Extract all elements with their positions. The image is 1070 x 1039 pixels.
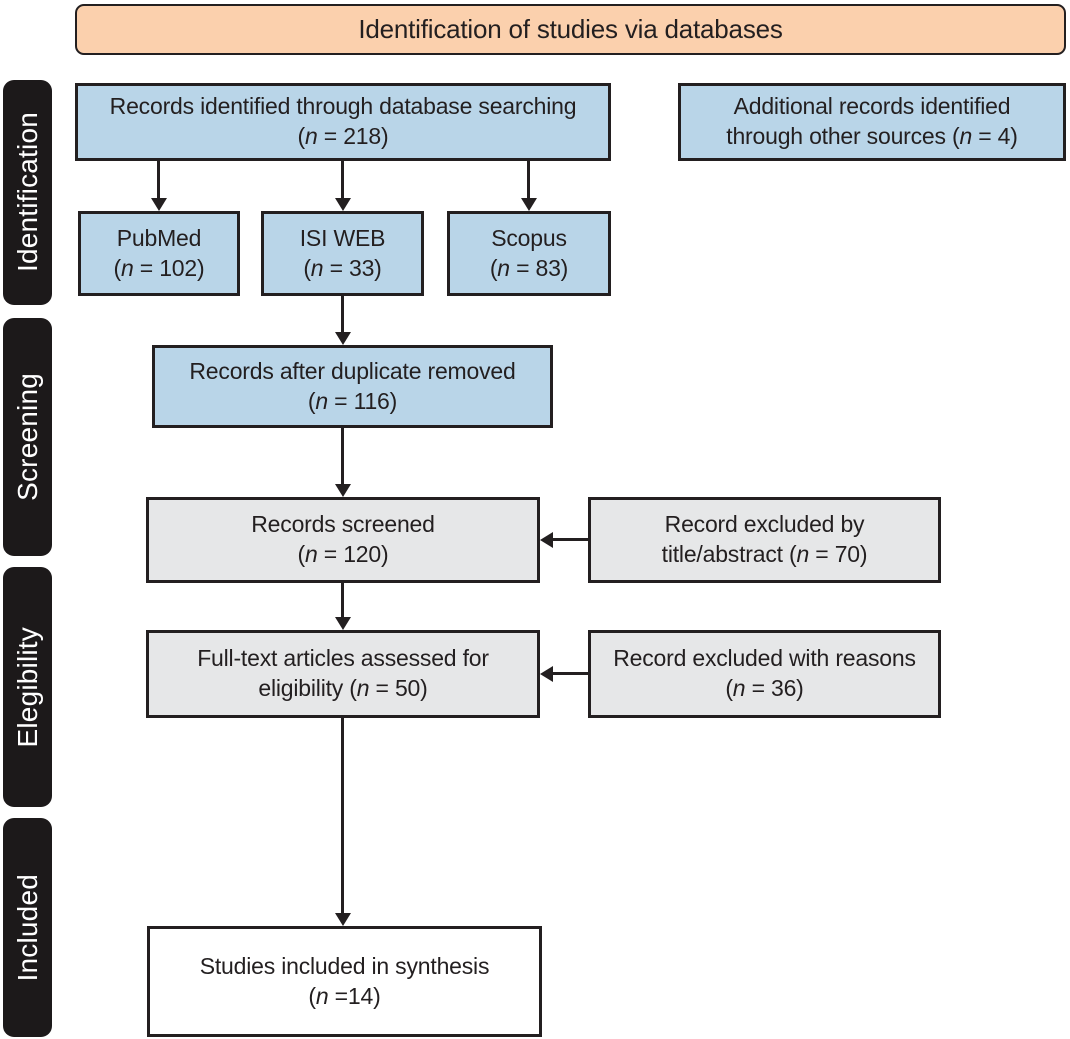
banner: Identification of studies via databases <box>75 4 1066 55</box>
stage-included-label: Included <box>11 873 43 982</box>
box-text-count: (n = 102) <box>113 254 205 281</box>
box-text-count: (n = 120) <box>297 541 389 567</box>
arrow-shaft <box>341 583 344 617</box>
arrow-head-icon <box>335 198 351 211</box>
arrow-shaft <box>341 296 344 332</box>
box-studies-included: Studies included in synthesis (n =14) <box>147 926 542 1037</box>
arrow-shaft <box>341 718 344 913</box>
arrow-head-icon <box>540 532 553 548</box>
box-text-count: eligibility (n = 50) <box>258 675 428 701</box>
arrow-shaft <box>341 161 344 198</box>
arrow-shaft <box>157 161 160 198</box>
box-text-count: (n = 116) <box>307 387 398 414</box>
box-text-count: (n = 83) <box>489 254 569 281</box>
box-text-line1: Records screened <box>251 511 435 538</box>
box-text-count: through other sources (n = 4) <box>726 123 1018 149</box>
box-text-count: (n = 36) <box>725 675 804 701</box>
box-text-line1: Records after duplicate removed <box>189 357 516 384</box>
arrow-shaft <box>551 672 588 675</box>
box-text-line1: PubMed <box>116 224 202 251</box>
box-excluded-with-reasons: Record excluded with reasons (n = 36) <box>588 630 941 718</box>
arrow-head-icon <box>335 913 351 926</box>
box-text-line1: ISI WEB <box>299 224 386 251</box>
stage-identification-label: Identification <box>11 112 43 273</box>
box-text-line1: Records identified through database sear… <box>109 93 577 120</box>
stage-elegibility-label: Elegibility <box>11 626 43 748</box>
box-records-screened: Records screened (n = 120) <box>146 497 540 583</box>
box-text-count: (n =14) <box>308 982 381 1009</box>
box-text-line1: Studies included in synthesis <box>199 952 490 979</box>
stage-screening-label: Screening <box>11 373 43 501</box>
box-text-line1: Full-text articles assessed for <box>197 645 489 672</box>
arrow-head-icon <box>335 617 351 630</box>
arrow-head-icon <box>335 484 351 497</box>
stage-screening: Screening <box>3 318 52 556</box>
box-additional-records: Additional records identified through ot… <box>678 83 1066 161</box>
box-scopus: Scopus (n = 83) <box>447 211 611 296</box>
stage-elegibility: Elegibility <box>3 567 52 807</box>
box-text-line1: Record excluded by <box>664 511 865 538</box>
arrow-shaft <box>527 161 530 198</box>
banner-label: Identification of studies via databases <box>358 14 783 44</box>
arrow-shaft <box>551 538 588 541</box>
box-text-count: (n = 218) <box>297 123 389 149</box>
box-text-line1: Additional records identified <box>733 93 1011 120</box>
stage-identification: Identification <box>3 80 52 305</box>
box-text-count: (n = 33) <box>303 254 382 281</box>
arrow-head-icon <box>151 198 167 211</box>
arrow-head-icon <box>521 198 537 211</box>
box-text-count: title/abstract (n = 70) <box>661 541 868 567</box>
box-text-line1: Scopus <box>491 224 567 251</box>
arrow-head-icon <box>540 666 553 682</box>
box-text-line1: Record excluded with reasons <box>613 645 916 672</box>
box-records-identified: Records identified through database sear… <box>75 83 611 161</box>
box-isi-web: ISI WEB (n = 33) <box>261 211 424 296</box>
box-excluded-title-abstract: Record excluded by title/abstract (n = 7… <box>588 497 941 583</box>
stage-included: Included <box>3 818 52 1037</box>
box-fulltext-assessed: Full-text articles assessed for eligibil… <box>146 630 540 718</box>
arrow-shaft <box>341 428 344 484</box>
box-pubmed: PubMed (n = 102) <box>78 211 240 296</box>
box-duplicates-removed: Records after duplicate removed (n = 116… <box>152 345 553 428</box>
arrow-head-icon <box>335 332 351 345</box>
